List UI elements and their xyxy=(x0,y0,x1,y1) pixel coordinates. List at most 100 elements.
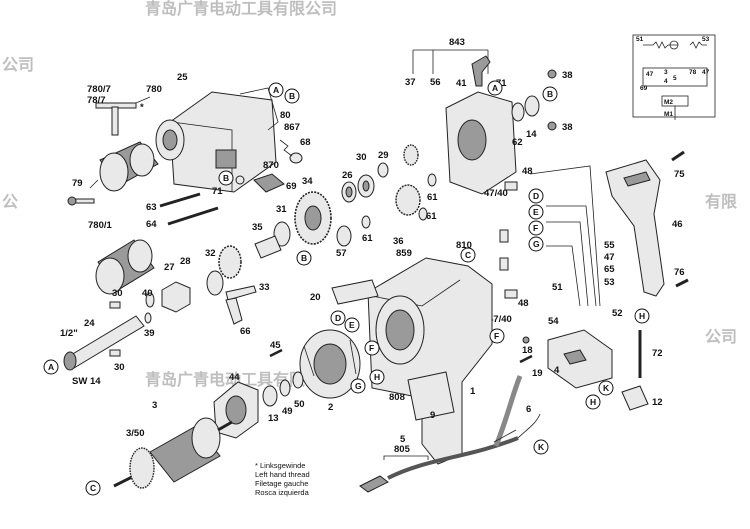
bearing-13 xyxy=(262,385,278,407)
screw-38b xyxy=(547,121,557,131)
label-69: 69 xyxy=(286,181,297,192)
label-37: 37 xyxy=(405,77,416,88)
watermark-left-b: 公 xyxy=(2,192,18,211)
label-57: 57 xyxy=(336,248,347,259)
label-867: 867 xyxy=(284,122,300,133)
side-handle-46 xyxy=(605,159,665,297)
label-64: 64 xyxy=(146,219,157,230)
wiring-schematic xyxy=(632,34,716,120)
ring-49 xyxy=(279,379,291,397)
label-35: 35 xyxy=(252,222,263,233)
label-29: 29 xyxy=(378,150,389,161)
spring-867 xyxy=(279,139,293,157)
chuck-key xyxy=(95,96,151,136)
legend-line-2: Left hand thread xyxy=(255,470,310,479)
svg-text:K: K xyxy=(538,442,545,452)
label-47: 47 xyxy=(604,252,615,263)
label-65: 65 xyxy=(604,264,615,275)
mains-cable-5 xyxy=(359,413,541,493)
label-44: 44 xyxy=(229,372,240,383)
bearing-57 xyxy=(336,225,352,247)
label-14: 14 xyxy=(526,129,537,140)
screw-75 xyxy=(671,150,685,162)
schematic-m1: M1 xyxy=(664,111,673,118)
label-805: 805 xyxy=(394,444,411,455)
label-sw14: SW 14 xyxy=(72,376,101,387)
bearing-30a xyxy=(357,174,375,198)
circle-label-H1: H xyxy=(369,369,385,385)
label-808: 808 xyxy=(389,392,405,403)
label-79: 79 xyxy=(72,178,83,189)
label-2: 2 xyxy=(328,402,333,413)
label-27: 27 xyxy=(164,262,175,273)
washer-40 xyxy=(145,292,155,308)
svg-text:A: A xyxy=(273,85,279,95)
pin-30b xyxy=(109,349,121,357)
circle-label-B3: B xyxy=(296,250,312,266)
intermediate-flange xyxy=(445,91,517,195)
label-30b: 30 xyxy=(112,288,123,299)
rating-label-20 xyxy=(331,279,379,305)
label-half-inch: 1/2" xyxy=(60,328,78,339)
svg-text:E: E xyxy=(349,320,355,330)
label-48b: 48 xyxy=(518,298,529,309)
label-45: 45 xyxy=(270,340,281,351)
schematic-78: 78 xyxy=(689,69,697,76)
legend-line-3: Filetage gauche xyxy=(255,479,309,488)
label-4: 4 xyxy=(554,365,560,376)
thread-legend: * Linksgewinde Left hand thread Filetage… xyxy=(255,461,310,497)
circle-label-K2: K xyxy=(533,439,549,455)
label-68: 68 xyxy=(300,137,311,148)
label-26: 26 xyxy=(342,170,353,181)
circle-label-H2: H xyxy=(634,308,650,324)
circle-label-E2: E xyxy=(344,317,360,333)
label-54: 54 xyxy=(548,316,559,327)
clutch-28 xyxy=(206,270,224,296)
label-870: 870 xyxy=(263,160,279,171)
svg-text:H: H xyxy=(374,372,380,382)
schematic-47b: 47 xyxy=(702,69,710,76)
watermark-right-b: 公司 xyxy=(705,327,737,346)
svg-text:E: E xyxy=(533,207,539,217)
svg-text:B: B xyxy=(547,89,553,99)
label-66: 66 xyxy=(240,326,251,337)
schematic-3: 3 xyxy=(664,69,668,76)
label-28: 28 xyxy=(180,256,191,267)
shift-knob-69 xyxy=(235,173,285,193)
svg-text:C: C xyxy=(465,250,471,260)
circle-label-B2: B xyxy=(218,170,234,186)
label-780-7b: 78/7 xyxy=(87,95,106,106)
label-62: 62 xyxy=(512,137,523,148)
type-plate-9 xyxy=(407,371,455,421)
label-9: 9 xyxy=(430,410,435,421)
fork-66 xyxy=(225,297,243,325)
keyed-chuck xyxy=(89,141,159,192)
label-33: 33 xyxy=(259,282,270,293)
schematic-5: 5 xyxy=(673,75,677,82)
pin-63 xyxy=(159,192,201,208)
ring-31 xyxy=(273,221,291,247)
keyless-chuck xyxy=(95,239,155,295)
cable-sleeve-6 xyxy=(493,375,523,447)
screw-18 xyxy=(522,336,530,344)
svg-text:C: C xyxy=(90,483,96,493)
label-41: 41 xyxy=(456,78,467,89)
label-32: 32 xyxy=(205,248,216,259)
svg-text:F: F xyxy=(369,343,374,353)
fan-baffle-44 xyxy=(213,381,259,439)
label-40: 40 xyxy=(142,288,153,299)
svg-text:H: H xyxy=(639,311,645,321)
ring-29 xyxy=(377,162,389,178)
wire-harness xyxy=(529,165,601,307)
svg-text:G: G xyxy=(533,239,540,249)
label-39: 39 xyxy=(144,328,155,339)
ring-61b xyxy=(418,207,428,221)
schematic-47a: 47 xyxy=(646,71,654,78)
gear-37 xyxy=(403,144,419,166)
watermark-top: 青岛广青电动工具有限公司 xyxy=(145,0,337,18)
svg-text:B: B xyxy=(223,173,229,183)
screw-38a xyxy=(547,69,557,79)
circle-label-D1: D xyxy=(528,188,544,204)
brush-holder-48b xyxy=(504,289,518,299)
